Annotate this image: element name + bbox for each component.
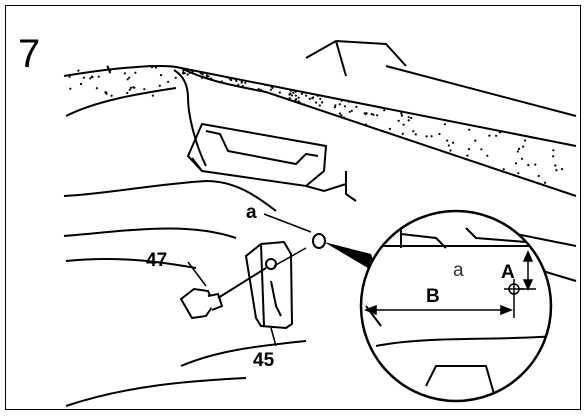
dimension-b-label: B <box>426 286 440 307</box>
surface-texture <box>68 64 564 184</box>
tray-bracket <box>186 122 357 202</box>
floor-contours <box>63 65 577 407</box>
dimension-a-label: A <box>501 262 515 283</box>
diagram-frame: 7 <box>5 5 581 410</box>
part-45-label: 45 <box>253 350 275 371</box>
hole-a <box>312 233 326 249</box>
dimension-a <box>518 250 536 291</box>
leader-lines <box>187 213 312 347</box>
detail-pointer <box>324 242 378 274</box>
bolt-47 <box>179 267 267 320</box>
plate-45 <box>244 240 294 330</box>
step-number: 7 <box>18 32 41 76</box>
assembly-illustration: a 47 45 a A B <box>63 39 577 407</box>
part-47-label: 47 <box>146 250 167 271</box>
detail-view <box>359 209 553 403</box>
body-panel <box>63 39 577 197</box>
dimension-b <box>363 304 514 316</box>
detail-a-label: a <box>453 260 464 281</box>
callout-a-label: a <box>246 202 257 223</box>
